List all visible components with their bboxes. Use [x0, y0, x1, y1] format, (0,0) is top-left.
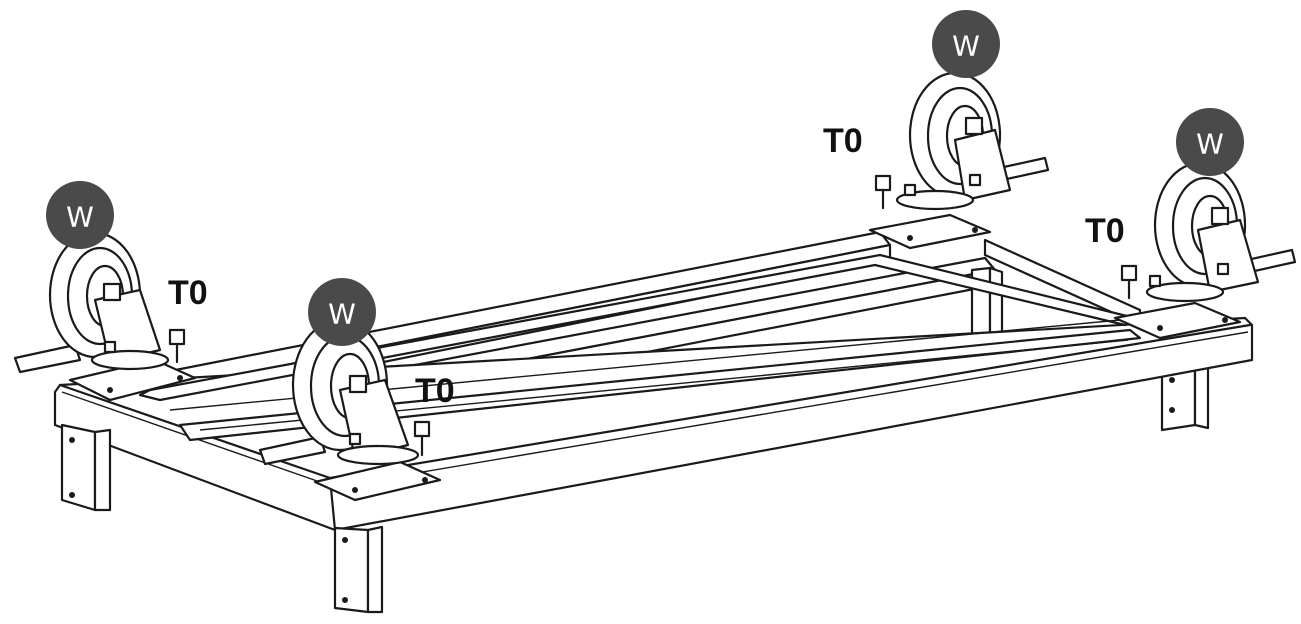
caster-badge-label: W: [952, 30, 980, 63]
screw-label-back-right: T0: [1085, 212, 1125, 250]
screw-label-back-middle: T0: [823, 122, 863, 160]
screw-label-front-left: T0: [168, 274, 208, 312]
mounting-plates: [68, 213, 1242, 502]
caster-badge-label: W: [1196, 128, 1224, 161]
caster-badge-back-right: W: [1176, 108, 1244, 176]
caster-front-left: [13, 231, 186, 374]
front-legs: [60, 423, 384, 614]
caster-back-right: [1120, 161, 1297, 303]
caster-badge-front-middle: W: [308, 278, 376, 346]
caster-badge-back-middle: W: [932, 10, 1000, 78]
caster-badge-label: W: [328, 298, 356, 331]
caster-badge-label: W: [66, 201, 94, 234]
caster-front-middle: [258, 318, 431, 466]
screw-label-front-middle: T0: [415, 372, 455, 410]
caster-badge-front-left: W: [46, 181, 114, 249]
caster-back-middle: [874, 71, 1050, 211]
